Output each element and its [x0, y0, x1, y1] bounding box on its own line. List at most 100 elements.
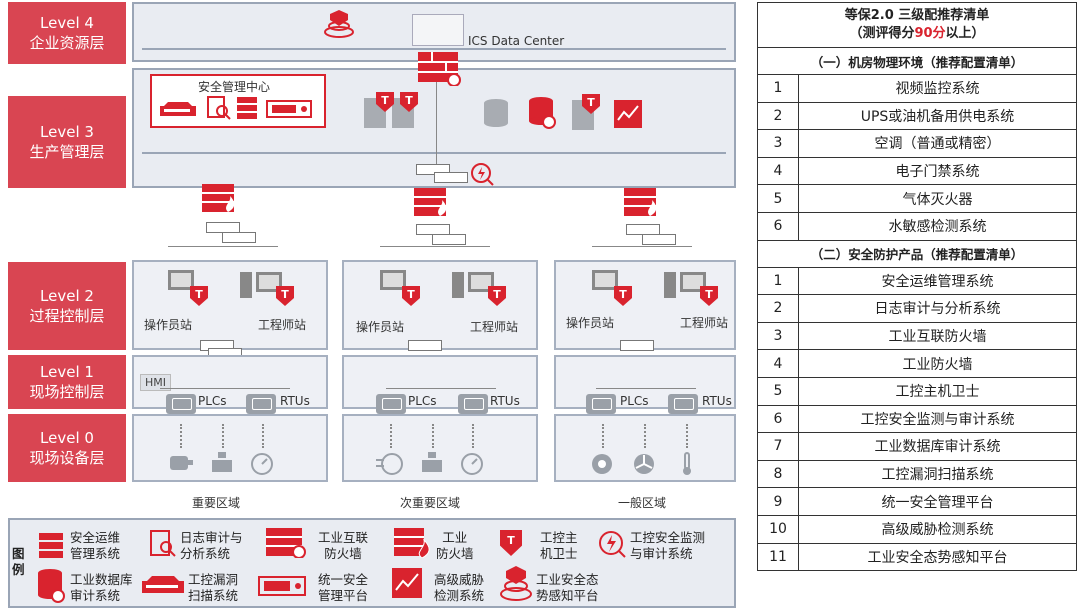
zone3-label: 一般区域: [618, 496, 667, 510]
rtu-icon: [458, 394, 488, 414]
row-item: 安全运维管理系统: [798, 266, 1077, 296]
level-0-label: Level 0 现场设备层: [8, 414, 126, 482]
rtu-icon: [668, 394, 698, 414]
row-number: 1: [757, 266, 799, 296]
level-1-en: Level 1: [40, 363, 94, 381]
zone3-bus: [592, 246, 692, 247]
unified-platform-icon: [258, 576, 306, 600]
plcs-label: PLCs: [408, 394, 437, 408]
engineer-station-tower: [664, 272, 676, 298]
engineer-station-monitor: [256, 272, 282, 292]
row-item: 工业互联防火墙: [798, 321, 1077, 351]
row-number: 2: [757, 294, 799, 323]
legend-label-9: 高级威胁 检测系统: [434, 572, 485, 603]
ind-firewall-icon: [624, 186, 660, 222]
valve-icon: [420, 452, 444, 478]
rtu-icon: [246, 394, 276, 414]
operator-station-label: 操作员站: [566, 316, 615, 330]
monitor-audit-icon: [598, 530, 626, 562]
legend-label-7: 工控漏洞 扫描系统: [188, 572, 239, 603]
level-1-label: Level 1 现场控制层: [8, 355, 126, 409]
legend-label-3: 工业 防火墙: [436, 530, 474, 561]
engineer-station-label: 工程师站: [258, 318, 307, 332]
row-item: 工控安全监测与审计系统: [798, 404, 1077, 434]
host-guard-icon: T: [614, 286, 632, 306]
zone3-dot-2: [644, 424, 646, 448]
zone2-switch-2: [432, 234, 466, 245]
level-4-zh: 企业资源层: [29, 34, 105, 52]
table-title-pre: （测评得分: [849, 26, 915, 41]
row-item: 工业防火墙: [798, 349, 1077, 378]
host-guard-icon: T: [700, 286, 718, 306]
row-item: 统一安全管理平台: [798, 487, 1077, 516]
row-number: 3: [757, 321, 799, 351]
situation-awareness-icon: [322, 8, 356, 46]
level-0-en: Level 0: [40, 429, 94, 447]
datacenter-bus: [142, 48, 726, 50]
log-audit-icon: [207, 96, 231, 124]
legend-label-2: 工业互联 防火墙: [318, 530, 369, 561]
thermometer-icon: [680, 452, 694, 480]
zone3-l1-switch: [620, 340, 654, 351]
ind-interconnect-firewall-icon: [266, 528, 306, 562]
row-number: 5: [757, 376, 799, 406]
zone2-l1-switch: [408, 340, 442, 351]
legend-title: 图例: [12, 546, 25, 577]
level-2-zh: 过程控制层: [29, 307, 105, 325]
zone1-label: 重要区域: [192, 496, 241, 510]
row-item: 工控漏洞扫描系统: [798, 459, 1077, 489]
motor-icon: [168, 452, 194, 478]
row-item: 工控主机卫士: [798, 376, 1077, 406]
unified-platform-icon: [266, 100, 312, 122]
engineer-station-monitor: [468, 272, 494, 292]
flowmeter-icon: [376, 452, 404, 480]
security-center-label: 安全管理中心: [198, 80, 271, 94]
row-number: 7: [757, 432, 799, 461]
hmi-label: HMI: [140, 374, 172, 391]
gauge-icon: [250, 452, 274, 480]
zone1-l1-bus: [160, 388, 290, 389]
zone2-dot-1: [390, 424, 392, 448]
level-0-zh: 现场设备层: [29, 449, 105, 467]
level3-link: [436, 62, 437, 182]
table-section-1: （一）机房物理环境（推荐配置清单）: [757, 47, 1077, 75]
plc-icon: [376, 394, 406, 414]
legend-label-8: 统一安全 管理平台: [318, 572, 369, 603]
level-2-label: Level 2 过程控制层: [8, 262, 126, 350]
row-number: 2: [757, 101, 799, 131]
valve-icon: [210, 452, 234, 478]
zone2-bus: [380, 246, 490, 247]
ops-mgmt-icon: [160, 102, 196, 122]
engineer-station-tower: [452, 272, 464, 298]
host-guard-icon: T: [500, 530, 522, 556]
operator-station-monitor: [380, 270, 406, 290]
monitor-audit-icon: [470, 162, 494, 190]
database-icon: [482, 98, 510, 134]
zone2-dot-2: [432, 424, 434, 448]
zone2-label: 次重要区域: [400, 496, 461, 510]
engineer-station-tower: [240, 272, 252, 298]
row-item: 空调（普通或精密）: [798, 129, 1077, 158]
operator-station-monitor: [168, 270, 194, 290]
vuln-scan-icon: [142, 576, 184, 598]
log-audit-icon: [150, 530, 176, 562]
row-item: 日志审计与分析系统: [798, 294, 1077, 323]
row-item: 电子门禁系统: [798, 156, 1077, 186]
row-number: 3: [757, 129, 799, 158]
row-number: 6: [757, 211, 799, 241]
table-title-score: 90分: [914, 26, 946, 41]
legend-label-10: 工业安全态 势感知平台: [536, 572, 599, 603]
fan-icon: [632, 452, 656, 480]
operator-station-monitor: [592, 270, 618, 290]
gauge-icon: [460, 452, 484, 480]
zone3-dot-3: [686, 424, 688, 448]
level3-switch: [416, 164, 450, 175]
